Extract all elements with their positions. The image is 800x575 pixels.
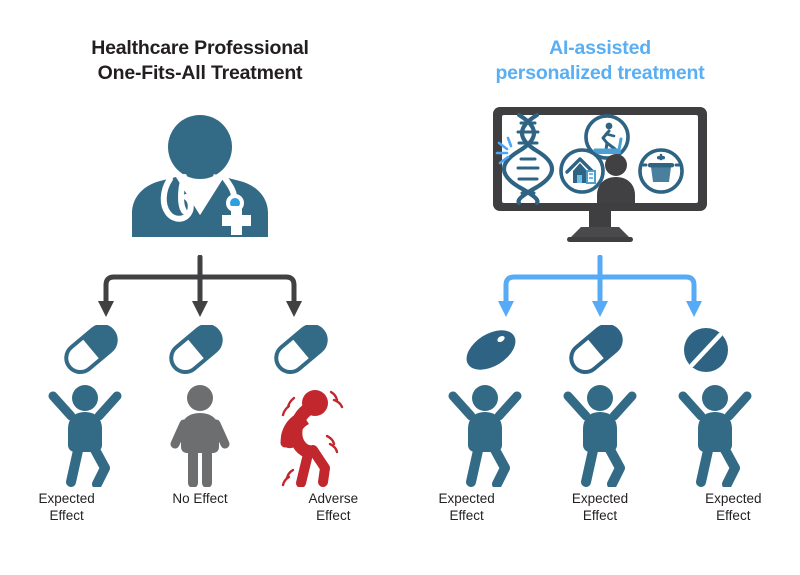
outcome-label-line2: Effect [582,508,618,523]
left-title-line1: Healthcare Professional [91,37,309,59]
outcome-label-line2: Effect [716,508,751,523]
doctor-icon [132,115,268,237]
outcome-label-line1: Expected [705,491,762,506]
outcome-label-line2: Effect [49,508,84,523]
outcome-label: No Effect [133,490,266,536]
capsule-pill-icon [169,325,223,374]
round-scored-tablet-icon [684,328,728,372]
branching-arrows-icon [498,255,702,317]
oval-tablet-icon [466,330,516,370]
outcome-label-line2: Effect [449,508,484,523]
outcome-label: Expected Effect [667,490,800,536]
outcome-label: Expected Effect [400,490,533,536]
happy-person-icon [48,385,122,487]
right-outcome-labels: Expected Effect Expected Effect Expected… [400,490,800,536]
sick-person-icon [280,390,344,487]
cooking-pot-icon [638,148,684,194]
pain-lines-icon [281,390,344,487]
right-branching-arrows [400,255,800,325]
right-title-line1: AI-assisted [549,37,651,59]
spark-icon [495,136,513,165]
happy-person-icon [678,385,752,487]
computer-monitor-icon [493,107,707,242]
branching-arrows-icon [98,255,302,317]
right-pill-row [400,325,800,375]
outcome-label-line1: Expected [438,491,495,506]
person-silhouette-icon [597,154,635,203]
panel-one-fits-all: Healthcare Professional One-Fits-All Tre… [0,36,400,536]
panel-ai-personalized: AI-assisted personalized treatment [400,0,800,575]
outcome-label-line1: Adverse [308,491,359,506]
capsule-pill-icon [569,325,623,374]
outcome-label: Adverse Effect [267,490,400,536]
left-branching-arrows [0,255,400,325]
capsule-pill-icon [64,325,118,374]
outcome-label-line1: Expected [38,491,95,506]
right-outcome-figures [400,382,800,487]
doctor-hero [0,105,400,245]
monitor-hero [400,105,800,245]
happy-person-icon [563,385,637,487]
outcome-label-line2: Effect [316,508,351,523]
treadmill-runner-icon [584,114,630,160]
outcome-label-line1: Expected [571,491,629,506]
left-outcome-labels: Expected Effect No Effect Adverse Effect [0,490,400,536]
capsule-pill-icon [274,325,328,374]
right-title-line2: personalized treatment [495,62,705,84]
neutral-person-icon [170,385,230,487]
house-icon [559,148,605,194]
dna-helix-icon [501,112,555,206]
left-title-line2: One-Fits-All Treatment [97,62,303,84]
outcome-label-line1: No Effect [172,491,228,506]
outcome-label: Expected Effect [533,490,666,536]
right-panel-title: AI-assisted personalized treatment [400,36,800,86]
left-pill-row [0,325,400,375]
outcome-label: Expected Effect [0,490,133,536]
left-panel-title: Healthcare Professional One-Fits-All Tre… [0,36,400,86]
left-outcome-figures [0,382,400,487]
happy-person-icon [448,385,522,487]
